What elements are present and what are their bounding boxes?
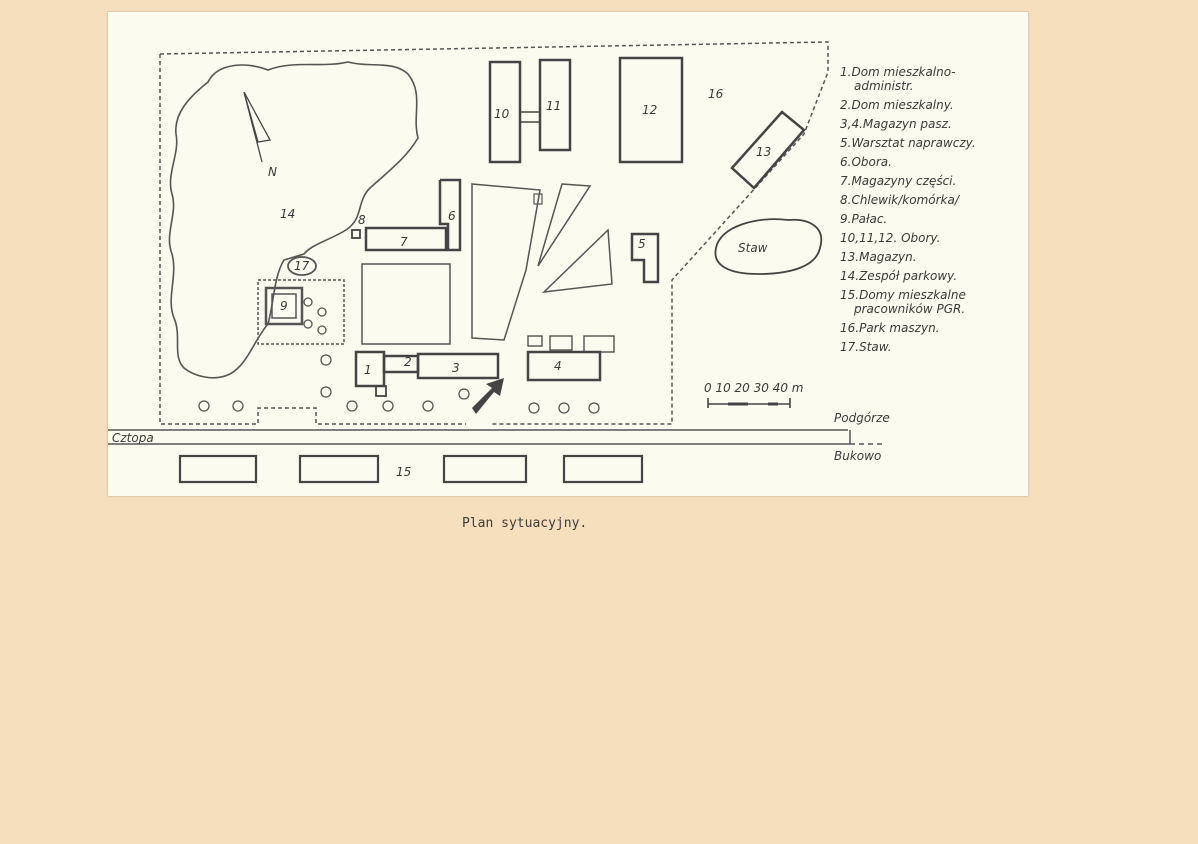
label-5: 5 bbox=[638, 237, 646, 251]
label-12: 12 bbox=[642, 103, 657, 117]
building-5 bbox=[630, 232, 660, 284]
legend-item: 17.Staw. bbox=[840, 340, 892, 354]
north-arrow bbox=[243, 91, 272, 163]
label-6: 6 bbox=[448, 209, 456, 223]
fields bbox=[361, 183, 613, 345]
map-card: N 14 10 11 12 16 13 Staw 6 7 8 5 bbox=[108, 12, 1028, 496]
label-16: 16 bbox=[708, 87, 724, 101]
legend-item: 7.Magazyny części. bbox=[840, 174, 956, 188]
scale-bar bbox=[707, 398, 791, 408]
buildings-10-12 bbox=[488, 56, 684, 164]
label-2: 2 bbox=[404, 355, 412, 369]
legend-item: 9.Pałac. bbox=[840, 212, 887, 226]
road-label-cztopa: Cztopa bbox=[112, 431, 154, 445]
legend-item: 16.Park maszyn. bbox=[840, 321, 940, 335]
label-10: 10 bbox=[494, 107, 510, 121]
legend-item: 2.Dom mieszkalny. bbox=[840, 98, 954, 112]
legend-item: pracowników PGR. bbox=[853, 302, 965, 316]
palace-area bbox=[257, 256, 345, 345]
legend-item: 5.Warsztat naprawczy. bbox=[840, 136, 976, 150]
pond bbox=[714, 218, 823, 275]
legend-item: 6.Obora. bbox=[840, 155, 892, 169]
label-17: 17 bbox=[294, 259, 310, 273]
trees bbox=[198, 297, 600, 414]
label-15: 15 bbox=[396, 465, 411, 479]
legend-item: 10,11,12. Obory. bbox=[840, 231, 940, 245]
road-label-bukowo: Bukowo bbox=[834, 449, 881, 463]
roads bbox=[108, 429, 884, 445]
legend-item: 3,4.Magazyn pasz. bbox=[840, 117, 952, 131]
label-7: 7 bbox=[400, 235, 408, 249]
legend-item: 1.Dom mieszkalno- bbox=[840, 65, 955, 79]
building-13 bbox=[730, 110, 806, 190]
buildings-6-7 bbox=[351, 178, 462, 252]
property-fence bbox=[159, 41, 829, 425]
label-14: 14 bbox=[280, 207, 295, 221]
legend-item: 15.Domy mieszkalne bbox=[840, 288, 966, 302]
workers-houses bbox=[178, 454, 644, 484]
north-label: N bbox=[268, 165, 277, 179]
building-4 bbox=[526, 335, 615, 382]
scale-label: 0 10 20 30 40 m bbox=[704, 381, 803, 395]
legend: 1.Dom mieszkalno-administr. 2.Dom mieszka… bbox=[840, 65, 976, 354]
site-plan-map: N 14 10 11 12 16 13 Staw 6 7 8 5 bbox=[108, 41, 976, 484]
label-3: 3 bbox=[452, 361, 460, 375]
label-8: 8 bbox=[358, 213, 366, 227]
entrance-arrow bbox=[472, 378, 504, 414]
legend-item: 13.Magazyn. bbox=[840, 250, 917, 264]
label-11: 11 bbox=[546, 99, 561, 113]
park-outline bbox=[168, 61, 419, 379]
label-1: 1 bbox=[364, 363, 372, 377]
label-9: 9 bbox=[280, 299, 288, 313]
label-4: 4 bbox=[554, 359, 562, 373]
legend-item: 14.Zespół parkowy. bbox=[840, 269, 957, 283]
legend-item: administr. bbox=[854, 79, 914, 93]
label-13: 13 bbox=[756, 145, 771, 159]
plan-caption: Plan sytuacyjny. bbox=[462, 516, 588, 531]
legend-item: 8.Chlewik/komórka/ bbox=[840, 193, 961, 207]
buildings-1-3 bbox=[354, 350, 500, 397]
pond-label: Staw bbox=[738, 241, 768, 255]
road-label-podgorze: Podgórze bbox=[834, 411, 890, 425]
